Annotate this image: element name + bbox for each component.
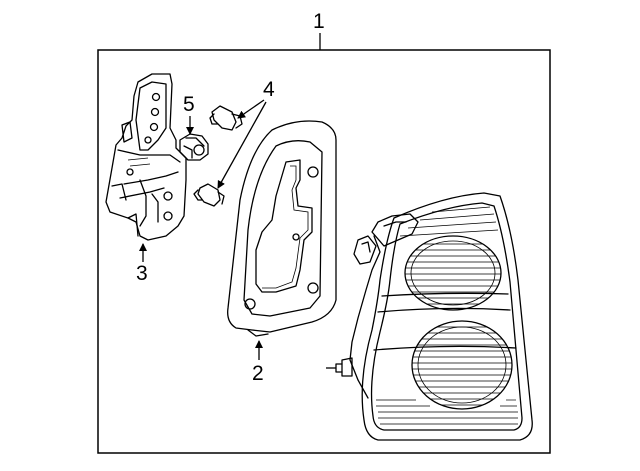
callout-4-leader-lower — [217, 101, 267, 189]
callout-3: 3 — [136, 262, 148, 285]
gasket — [227, 120, 337, 337]
tail-lamp-housing — [326, 192, 533, 441]
bulb-lower — [193, 183, 225, 207]
callout-4: 4 — [263, 78, 275, 101]
assembly-box — [97, 49, 551, 454]
callout-4-leader-upper — [237, 99, 265, 119]
callout-5: 5 — [183, 93, 195, 116]
callout-2: 2 — [252, 362, 264, 385]
bulb-holder-carrier — [105, 73, 187, 241]
callout-1: 1 — [313, 10, 325, 33]
bulb-upper — [209, 105, 243, 131]
bulb-socket — [179, 133, 209, 161]
